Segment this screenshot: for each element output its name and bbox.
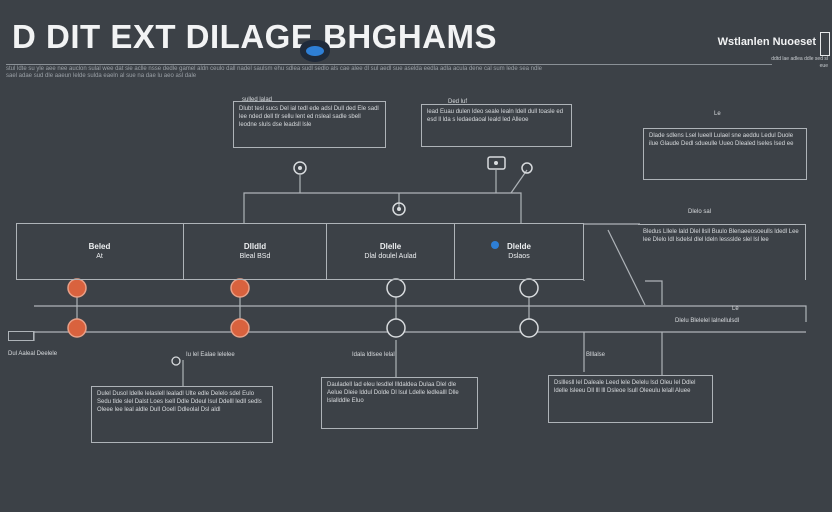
marker-filled	[230, 278, 250, 298]
top-note-3: Dlade sdlens Lsel lueell Lulael sne aedd…	[643, 128, 807, 180]
bottom-note-3: Dslllesll lel Daleale Leed lele Delelu l…	[548, 375, 713, 423]
stage-label: Beled	[88, 241, 111, 251]
pin-icon	[487, 156, 506, 170]
top-note-2: lead Euau dulen ldeo seale lealn ldell d…	[421, 104, 572, 147]
top-note-1-head: sulled lalad	[242, 97, 273, 103]
stage-sublabel: At	[96, 252, 103, 260]
top-note-1: Dlubt tesl sucs Del ial tedl ede adsl Du…	[233, 101, 386, 148]
stage-label: Dlelde	[506, 241, 531, 251]
brand-name: Wstlanlen Nuoeset	[717, 36, 816, 48]
marker-filled	[67, 278, 87, 298]
accent-dot	[491, 241, 499, 249]
right-note-2-head: Le	[732, 306, 739, 312]
pin-icon	[521, 162, 533, 174]
page-title: D DIT EXT DILAGE BHGHAMS	[12, 18, 498, 55]
top-bracket-line	[243, 192, 522, 223]
right-note-1-head: Dlelo sal	[688, 209, 712, 215]
timeline-markers	[67, 156, 539, 366]
pin-stem-line-3	[510, 169, 528, 194]
stage-cell-2: Dlldld Bleal BSd	[184, 223, 327, 280]
right-note-2: Dlelu Blelelel lalnellulsdl	[675, 318, 740, 324]
pin-icon	[293, 161, 307, 175]
stage-sublabel: Bleal BSd	[239, 252, 271, 260]
logo-blob-icon	[300, 40, 330, 62]
row-label-col1: Iu lel Ealae lelelee	[186, 352, 235, 358]
stage-cell-1: Beled At	[16, 223, 184, 280]
row-label-col2: Idala ldlsee lelal	[352, 352, 395, 358]
right-note-1: Bledus Lllele lald Dlel llsll Buulo Blen…	[638, 224, 806, 280]
brand-mark-icon	[820, 32, 830, 56]
stage-cell-3: Dlelle Dlal doulel Aulad	[327, 223, 455, 280]
pin-icon	[392, 202, 406, 216]
marker-open	[519, 278, 539, 298]
stage-sublabel: Dslaos	[508, 252, 530, 260]
top-note-3-head: Le	[714, 111, 721, 117]
stage-cell-4: Dlelde Dslaos	[455, 223, 584, 280]
brand-subtitle: ddtd lae adlea ddle sed sl eue	[771, 56, 828, 69]
row-label-left: Dul Aaleal Deelele	[8, 351, 58, 357]
marker-open	[519, 318, 539, 338]
top-note-2-head: Ded luf	[448, 99, 468, 105]
right-note-bracket	[660, 305, 807, 322]
stage-label: Dlldld	[243, 241, 267, 251]
legend-swatch	[8, 331, 34, 341]
page-subtitle: stul ldte su yle aee nee auclon sulal we…	[6, 66, 543, 79]
stage-sublabel: Dlal doulel Aulad	[364, 252, 417, 260]
right-step-line	[645, 280, 663, 305]
bottom-note-1: Dulel Dusol ldelle lelaslell lealadl Ult…	[91, 386, 273, 443]
header-divider	[6, 64, 772, 65]
marker-open	[386, 278, 406, 298]
right-diagonal-line	[607, 229, 646, 306]
pin-icon	[171, 356, 181, 366]
row-label-col3: Blllalse	[586, 352, 606, 358]
marker-open	[386, 318, 406, 338]
marker-filled	[230, 318, 250, 338]
marker-filled	[67, 318, 87, 338]
bottom-note-2: Dauladell lad eleu lesdlel llldaldea Dul…	[321, 377, 478, 429]
stage-label: Dlelle	[379, 241, 402, 251]
